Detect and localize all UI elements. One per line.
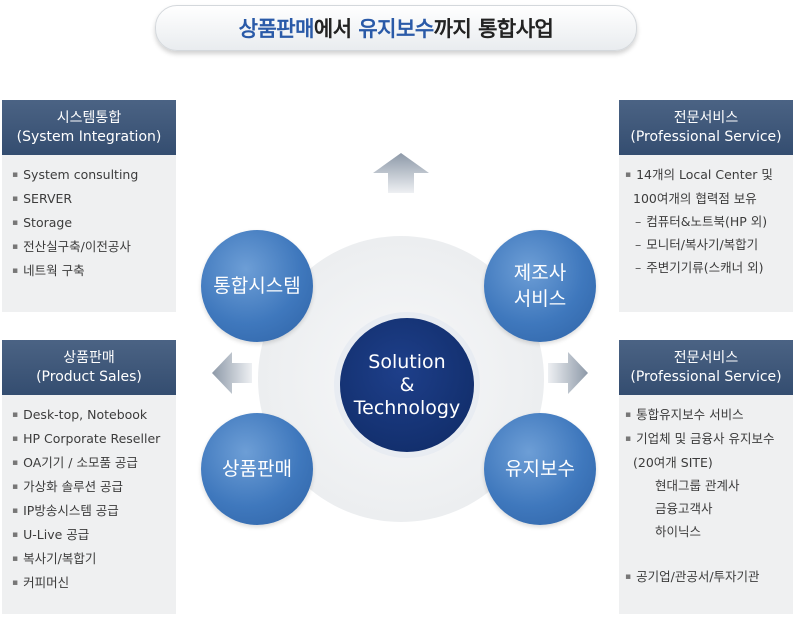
list-item-continuation: (20여개 SITE) xyxy=(633,455,713,470)
list-item: 네트웍 구축 xyxy=(12,259,170,283)
panel-product-sales: 상품판매 (Product Sales) Desk-top, Notebook … xyxy=(2,340,176,614)
list-item: U-Live 공급 xyxy=(12,523,170,547)
list-item: 커피머신 xyxy=(12,571,170,595)
arrow-left-icon xyxy=(212,352,252,394)
circle-manufacturer-service-line1: 제조사 xyxy=(513,262,567,284)
list-item: Desk-top, Notebook xyxy=(12,403,170,427)
circle-product-sales: 상품판매 xyxy=(201,413,313,525)
arrow-up-icon xyxy=(373,153,429,193)
center-line-technology: Technology xyxy=(353,396,461,419)
panel-subheading: (Professional Service) xyxy=(630,129,782,145)
list-item-continuation: 100여개의 협력점 보유 xyxy=(633,191,757,206)
panel-professional-service-bottom-header: 전문서비스 (Professional Service) xyxy=(619,340,793,395)
list-item: 가상화 솔루션 공급 xyxy=(12,475,170,499)
panel-heading: 상품판매 xyxy=(63,350,115,366)
circle-maintenance-label: 유지보수 xyxy=(505,458,575,480)
title-part-maintenance: 유지보수 xyxy=(358,17,434,41)
list-subitem: 금융고객사 xyxy=(655,501,713,516)
panel-heading: 전문서비스 xyxy=(673,110,739,126)
center-circle: Solution & Technology xyxy=(334,312,480,458)
list-subitem: 컴퓨터&노트북(HP 외) xyxy=(625,210,787,233)
panel-professional-service-bottom: 전문서비스 (Professional Service) 통합유지보수 서비스 … xyxy=(619,340,793,614)
panel-system-integration-header: 시스템통합 (System Integration) xyxy=(2,100,176,155)
list-item: 복사기/복합기 xyxy=(12,547,170,571)
panel-subheading: (Product Sales) xyxy=(36,369,142,385)
list-item: 전산실구축/이전공사 xyxy=(12,235,170,259)
circle-product-sales-label: 상품판매 xyxy=(222,458,292,480)
list-item: IP방송시스템 공급 xyxy=(12,499,170,523)
list-item: SERVER xyxy=(12,187,170,211)
panel-product-sales-header: 상품판매 (Product Sales) xyxy=(2,340,176,395)
circle-manufacturer-service-line2: 서비스 xyxy=(513,288,567,310)
list-item: System consulting xyxy=(12,163,170,187)
circle-manufacturer-service: 제조사 서비스 xyxy=(484,230,596,342)
list-item: HP Corporate Reseller xyxy=(12,427,170,451)
title-part-product-sales: 상품판매 xyxy=(238,17,315,41)
panel-heading: 시스템통합 xyxy=(56,110,122,126)
list-subitem: 모니터/복사기/복합기 xyxy=(625,233,787,256)
panel-system-integration: 시스템통합 (System Integration) System consul… xyxy=(2,100,176,312)
list-subitem: 주변기기류(스캐너 외) xyxy=(625,256,787,279)
circle-maintenance: 유지보수 xyxy=(484,413,596,525)
title-part-from: 에서 xyxy=(313,17,359,41)
panel-professional-service-top: 전문서비스 (Professional Service) 14개의 Local … xyxy=(619,100,793,312)
title-part-rest: 까지 통합사업 xyxy=(433,17,554,41)
list-item: 통합유지보수 서비스 xyxy=(625,403,787,427)
panel-subheading: (Professional Service) xyxy=(630,369,782,385)
panel-professional-service-top-body: 14개의 Local Center 및 100여개의 협력점 보유 컴퓨터&노트… xyxy=(619,155,793,285)
list-item: 공기업/관공서/투자기관 xyxy=(625,565,787,589)
list-subitem: 현대그룹 관계사 xyxy=(655,478,740,493)
center-line-ampersand: & xyxy=(399,373,415,396)
panel-professional-service-bottom-body: 통합유지보수 서비스 기업체 및 금융사 유지보수 (20여개 SITE) 현대… xyxy=(619,395,793,595)
arrow-right-icon xyxy=(548,352,588,394)
list-item: 14개의 Local Center 및 xyxy=(625,163,787,187)
panel-subheading: (System Integration) xyxy=(16,129,162,145)
list-item: 기업체 및 금융사 유지보수 xyxy=(625,427,787,451)
list-item: Storage xyxy=(12,211,170,235)
panel-heading: 전문서비스 xyxy=(673,350,739,366)
circle-integrated-system-label: 통합시스템 xyxy=(213,275,301,297)
list-subitem: 하이닉스 xyxy=(655,524,702,539)
center-line-solution: Solution xyxy=(368,350,446,373)
panel-system-integration-body: System consulting SERVER Storage 전산실구축/이… xyxy=(2,155,176,289)
panel-product-sales-body: Desk-top, Notebook HP Corporate Reseller… xyxy=(2,395,176,601)
panel-professional-service-top-header: 전문서비스 (Professional Service) xyxy=(619,100,793,155)
list-item: OA기기 / 소모품 공급 xyxy=(12,451,170,475)
circle-integrated-system: 통합시스템 xyxy=(201,230,313,342)
